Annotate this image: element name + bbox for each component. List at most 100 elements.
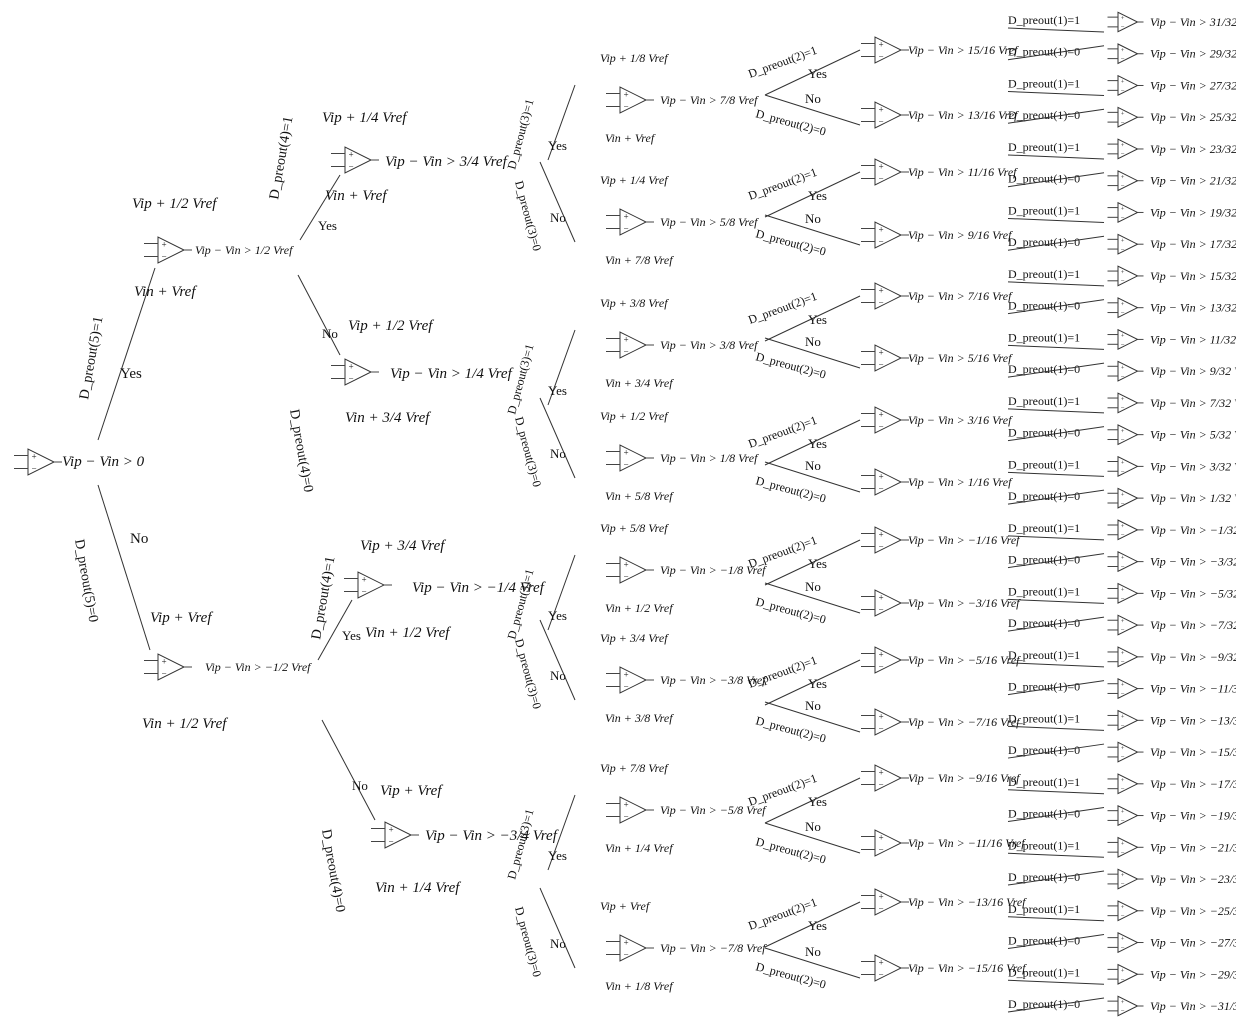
comparator-l2: +− [371,821,419,849]
comparator-threshold-label: Vip − Vin > 1/8 Vref [660,451,759,465]
minus-input-sign: − [1120,373,1125,380]
comparator-l2: +− [331,358,379,386]
branch-line-l2 [321,719,376,821]
comparator-threshold-label: Vip − Vin > −23/32 Vref [1150,872,1236,886]
branch-condition-label: D_preout(4)=0 [318,828,347,913]
branch-condition-label: D_preout(1)=1 [1008,76,1080,90]
comparator-l5: +− [1107,170,1144,192]
plus-input-sign: + [1120,237,1125,244]
comparator-l5: +− [1107,360,1144,382]
branch-condition-label: D_preout(1)=1 [1008,965,1080,979]
comparator-threshold-label: Vip − Vin > 9/16 Vref [908,228,1013,242]
comparator-l5: +− [1107,265,1144,287]
comparator-threshold-label: Vip − Vin > −27/32 Vref [1150,936,1236,950]
branch-line-l4 [764,947,861,979]
branch-answer-label: No [805,458,821,473]
plus-input-sign: + [1120,967,1125,974]
minus-input-sign: − [878,605,884,615]
branch-line-l3 [539,161,576,243]
plus-input-sign: + [878,712,884,722]
branch-answer-label: No [805,211,821,226]
comparator-l5: +− [1107,582,1144,604]
plus-input-sign: + [1120,999,1125,1006]
comparator-threshold-label: Vip − Vin > 7/16 Vref [908,289,1013,303]
branch-line-l2 [299,174,341,241]
vin-reference-label: Vin + 1/4 Vref [605,841,674,855]
branch-line-l5 [1007,997,1105,1013]
branch-condition-label: D_preout(1)=1 [1008,203,1080,217]
vin-reference-label: Vin + 3/4 Vref [345,410,431,426]
comparator-threshold-label: Vip − Vin > 5/32 Vref [1150,428,1236,442]
branch-answer-label: No [805,91,821,106]
branch-condition-label: D_preout(1)=0 [1008,997,1080,1011]
branch-condition-label: D_preout(1)=0 [1008,426,1080,440]
minus-input-sign: − [348,374,354,384]
minus-input-sign: − [361,587,367,597]
branch-line-l5 [1007,789,1105,795]
plus-input-sign: + [878,348,884,358]
comparator-threshold-label: Vip − Vin > −15/32 Vref [1150,745,1236,759]
vip-reference-label: Vip + 1/2 Vref [348,318,434,334]
branch-condition-label: D_preout(3)=0 [512,905,544,978]
minus-input-sign: − [878,117,884,127]
branch-condition-label: D_preout(1)=1 [1008,521,1080,535]
branch-answer-label: No [322,326,338,341]
branch-condition-label: D_preout(1)=0 [1008,743,1080,757]
comparator-threshold-label: Vip − Vin > −1/16 Vref [908,533,1021,547]
branch-condition-label: D_preout(1)=1 [1008,394,1080,408]
minus-input-sign: − [878,542,884,552]
comparator-l4: +− [861,221,909,249]
branch-line-l4 [764,822,861,854]
minus-input-sign: − [1120,691,1125,698]
minus-input-sign: − [1120,659,1125,666]
branch-answer-label: Yes [808,188,827,203]
comparator-threshold-label: Vip − Vin > −11/16 Vref [908,836,1026,850]
plus-input-sign: + [1120,872,1125,879]
branch-answer-label: Yes [548,848,567,863]
minus-input-sign: − [623,224,629,234]
branch-line-l4 [764,419,861,466]
branch-line-l5 [1007,807,1105,823]
root-comparator: +− [14,448,62,476]
comparator-l5: +− [1107,836,1144,858]
minus-input-sign: − [878,904,884,914]
comparator-l4: +− [861,708,909,736]
vip-reference-label: Vip + Vref [600,899,651,913]
minus-input-sign: − [623,102,629,112]
vip-reference-label: Vip + 1/4 Vref [322,110,408,126]
comparator-l5: +− [1107,995,1144,1017]
plus-input-sign: + [878,162,884,172]
minus-input-sign: − [348,162,354,172]
comparator-l5: +− [1107,328,1144,350]
plus-input-sign: + [361,575,367,585]
comparator-threshold-label: Vip − Vin > −7/16 Vref [908,715,1021,729]
branch-answer-label: No [805,819,821,834]
comparator-threshold-label: Vip − Vin > 15/16 Vref [908,43,1019,57]
vin-reference-label: Vin + Vref [325,188,388,204]
comparator-l4: +− [861,589,909,617]
comparator-l5: +− [1107,297,1144,319]
comparator-l5: +− [1107,931,1144,954]
minus-input-sign: − [1120,278,1125,285]
branch-line-l5 [1007,680,1105,696]
minus-input-sign: − [623,347,629,357]
minus-input-sign: − [1120,437,1125,444]
branch-line-l5 [1007,535,1105,541]
branch-condition-label: D_preout(4)=1 [267,115,296,200]
plus-input-sign: + [1120,396,1125,403]
branch-line-l4 [764,539,861,586]
comparator-l4: +− [861,406,909,434]
branch-condition-label: D_preout(1)=0 [1008,553,1080,567]
vin-reference-label: Vin + 1/2 Vref [605,601,674,615]
branch-answer-label: Yes [808,556,827,571]
comparator-l5: +− [1107,519,1144,541]
branch-line-l5 [1007,743,1105,759]
branch-line-l4 [764,461,861,493]
comparator-threshold-label: Vip − Vin > −25/32 Vref [1150,904,1236,918]
branch-condition-label: D_preout(1)=0 [1008,362,1080,376]
branch-condition-label: D_preout(1)=0 [1008,680,1080,694]
branch-line-l5 [1007,235,1105,251]
minus-input-sign: − [1120,183,1125,190]
branch-condition-label: D_preout(1)=0 [1008,45,1080,59]
minus-input-sign: − [1120,849,1125,856]
